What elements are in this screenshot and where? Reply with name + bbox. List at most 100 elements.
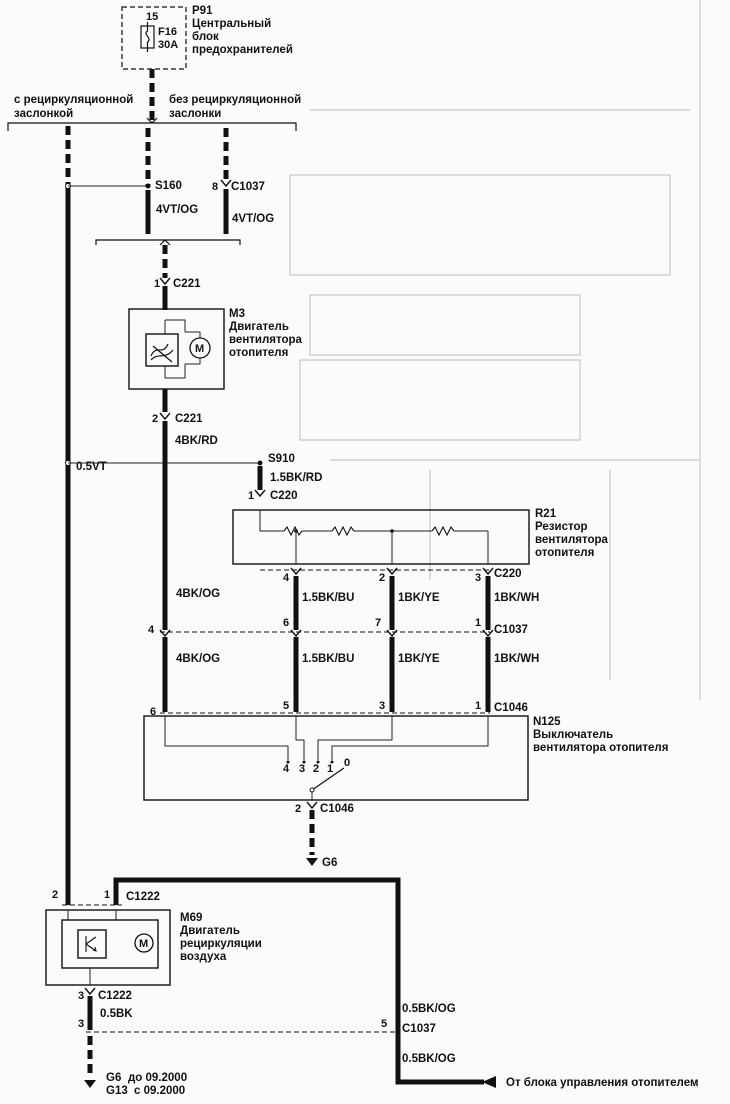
- connector-c1037-top-symbol: [220, 179, 232, 188]
- transistor-icon: [85, 936, 97, 952]
- fan-icon: [150, 343, 174, 363]
- m69-ref: M69: [180, 912, 202, 924]
- fuse-block-name-1: Центральный: [192, 18, 271, 30]
- r21-outline: [232, 509, 530, 565]
- wire-label-1bkwh-2: 1BK/WH: [494, 653, 539, 665]
- connector-c1046-top: C1046: [494, 702, 528, 714]
- switch-pos-3: 3: [299, 763, 305, 775]
- switch-pos-2: 2: [313, 763, 319, 775]
- m3-lead-d: [165, 364, 186, 379]
- wire-label-05bkog-2: 0.5BK/OG: [402, 1053, 456, 1065]
- switch-contact-2: [316, 760, 320, 764]
- ground-g6-date: до 09.2000: [128, 1072, 187, 1084]
- wire-label-4bkog-1: 4BK/OG: [176, 588, 220, 600]
- wire-label-1bkye-1: 1BK/YE: [398, 592, 440, 604]
- n125-pin6: 6: [150, 706, 156, 718]
- wire-label-05bk: 0.5BK: [100, 1008, 133, 1020]
- r21-name-2: вентилятора: [535, 534, 609, 546]
- connector-c1037-mid: C1037: [494, 624, 528, 636]
- connector-c220-3: C220: [494, 568, 522, 580]
- variant-left-1: с рециркуляционной: [14, 94, 133, 106]
- m69-motor-icon: [134, 933, 154, 953]
- splice-s160-dot: [145, 183, 151, 189]
- r21-name-3: отопителя: [535, 547, 594, 559]
- n125-pin5: 5: [283, 700, 289, 712]
- connector-c1037-bot: C1037: [402, 1023, 436, 1035]
- switch-arm: [311, 767, 345, 791]
- ground-g13-date: с 09.2000: [134, 1085, 185, 1097]
- m3-name-2: вентилятора: [229, 334, 303, 346]
- m3-motor-wire2: [185, 358, 201, 365]
- m3-outline: [128, 308, 225, 390]
- fuse-element: [145, 22, 150, 52]
- c1037m-sym-6: [290, 629, 302, 638]
- r21-internal-wiring: [259, 510, 284, 532]
- c220-sym-3: [482, 567, 494, 576]
- r21-ref: R21: [535, 508, 557, 520]
- connector-c220-1-symbol: [254, 489, 266, 498]
- wire-label-1bkwh-1: 1BK/WH: [494, 592, 539, 604]
- switch-contact-1: [330, 760, 334, 764]
- r21-pin3: 3: [475, 572, 481, 584]
- connector-c1037-top: C1037: [231, 181, 265, 193]
- switch-contact-3: [302, 760, 306, 764]
- wire-label-0p5vt: 0.5VT: [76, 461, 107, 473]
- fuse-block-name-2: блок: [192, 31, 219, 43]
- ground-g6-symbol: [306, 858, 318, 866]
- fuse-block-name-3: предохранителей: [192, 44, 293, 56]
- ground-g6-top: G6: [322, 857, 337, 869]
- merge-bracket-tick: [159, 239, 171, 246]
- m69-outline: [45, 909, 171, 986]
- r21-name-1: Резистор: [535, 521, 588, 533]
- wire-label-s160: 4VT/OG: [156, 204, 198, 216]
- connector-c1046-bot-symbol: [306, 801, 318, 810]
- ground-g13: G13: [106, 1085, 128, 1097]
- m69-pin3a: 3: [78, 990, 84, 1002]
- connector-c1222-bot: C1222: [98, 990, 132, 1002]
- wire-m69-feed: [113, 877, 484, 1085]
- resistor-3: [431, 525, 455, 537]
- mid-pin1: 1: [475, 617, 481, 629]
- splice-s910: S910: [268, 453, 295, 465]
- wire-label-15bkbu-2: 1.5BK/BU: [302, 653, 354, 665]
- fuse-name: F16: [158, 26, 177, 38]
- wire-label-05bkog-1: 0.5BK/OG: [402, 1003, 456, 1015]
- c1037-top-pin: 8: [212, 181, 218, 193]
- r21-pin2: 2: [379, 572, 385, 584]
- n125-bot-pin: 2: [295, 803, 301, 815]
- m3-motor-letter: M: [195, 343, 204, 355]
- m69-name-1: Двигатель: [180, 925, 240, 937]
- connector-c1222-bot-symbol: [84, 987, 96, 996]
- resistor-1: [283, 525, 303, 537]
- c220-pin1: 1: [248, 490, 254, 502]
- c1037m-sym-7: [386, 629, 398, 638]
- connector-c221-2: C221: [175, 413, 203, 425]
- fuse-pin-15: 15: [146, 11, 158, 23]
- c221-pin1: 1: [154, 278, 160, 290]
- m69-pin2: 2: [52, 889, 58, 901]
- m3-fan-box: [145, 333, 179, 367]
- wire-label-s910: 1.5BK/RD: [270, 472, 322, 484]
- connector-c1046-bot: C1046: [320, 803, 354, 815]
- n125-pin1: 1: [475, 700, 481, 712]
- switch-pos-1: 1: [327, 763, 333, 775]
- n125-name-1: Выключатель: [533, 729, 613, 741]
- connector-c221-1: C221: [173, 278, 201, 290]
- variant-left-2: заслонкой: [14, 108, 73, 120]
- merge-bracket: [95, 239, 241, 245]
- n125-line-2: [317, 716, 393, 760]
- m3-motor-wire: [185, 331, 201, 338]
- n125-name-2: вентилятора отопителя: [533, 742, 668, 754]
- n125-pin3: 3: [379, 700, 385, 712]
- mid-pin7: 7: [375, 617, 381, 629]
- fuse-block-outline: [121, 6, 187, 70]
- n125-ref: N125: [533, 716, 561, 728]
- variant-bracket: [7, 122, 297, 131]
- m3-ref: M3: [229, 308, 245, 320]
- ground-g6-g13-symbol: [84, 1080, 96, 1088]
- mid-pin4: 4: [148, 624, 155, 636]
- wire-label-4bkrd: 4BK/RD: [175, 435, 218, 447]
- m3-name-1: Двигатель: [229, 321, 289, 333]
- arrow-from-control-unit: [482, 1076, 496, 1088]
